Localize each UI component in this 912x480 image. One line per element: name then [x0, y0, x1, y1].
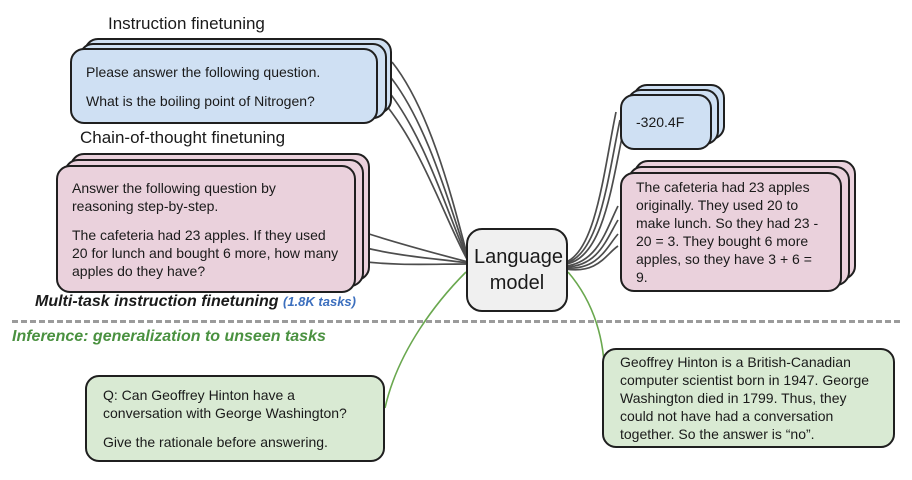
finetuning-inference-divider	[12, 320, 900, 323]
instruction-prompt-card[interactable]: Please answer the following question. Wh…	[70, 48, 378, 124]
inference-answer-line-1: Geoffrey Hinton is a British-Canadian co…	[620, 354, 870, 442]
cot-prompt-line-1: Answer the following question by reasoni…	[72, 179, 276, 214]
cot-answer-card[interactable]: The cafeteria had 23 apples originally. …	[620, 172, 842, 292]
instruction-answer-line-1: -320.4F	[636, 114, 685, 130]
cot-answer-line-1: The cafeteria had 23 apples originally. …	[636, 179, 819, 285]
instruction-answer-card[interactable]: -320.4F	[620, 94, 712, 150]
inference-answer-card[interactable]: Geoffrey Hinton is a British-Canadian co…	[602, 348, 895, 448]
inference-prompt-card[interactable]: Q: Can Geoffrey Hinton have a conversati…	[85, 375, 385, 462]
multitask-finetuning-label-text: Multi-task instruction finetuning	[35, 293, 279, 310]
heading-instruction-finetuning: Instruction finetuning	[108, 14, 265, 33]
instruction-prompt-line-1: Please answer the following question.	[86, 63, 321, 80]
language-model-label-line-2: model	[489, 272, 545, 294]
inference-prompt-line-2: Give the rationale before answering.	[103, 434, 328, 450]
cot-prompt-card[interactable]: Answer the following question by reasoni…	[56, 165, 356, 293]
task-count-badge: (1.8K tasks)	[283, 294, 356, 309]
cot-prompt-line-2: The cafeteria had 23 apples. If they use…	[72, 226, 339, 279]
heading-chain-of-thought-finetuning: Chain-of-thought finetuning	[80, 128, 286, 147]
inference-label: Inference: generalization to unseen task…	[12, 328, 326, 345]
inference-prompt-line-1: Q: Can Geoffrey Hinton have a conversati…	[103, 387, 347, 421]
multitask-finetuning-label: Multi-task instruction finetuning (1.8K …	[35, 293, 356, 311]
language-model-box[interactable]: Language model	[466, 228, 568, 312]
language-model-label-line-1: Language	[474, 246, 563, 268]
instruction-prompt-line-2: What is the boiling point of Nitrogen?	[86, 92, 315, 109]
